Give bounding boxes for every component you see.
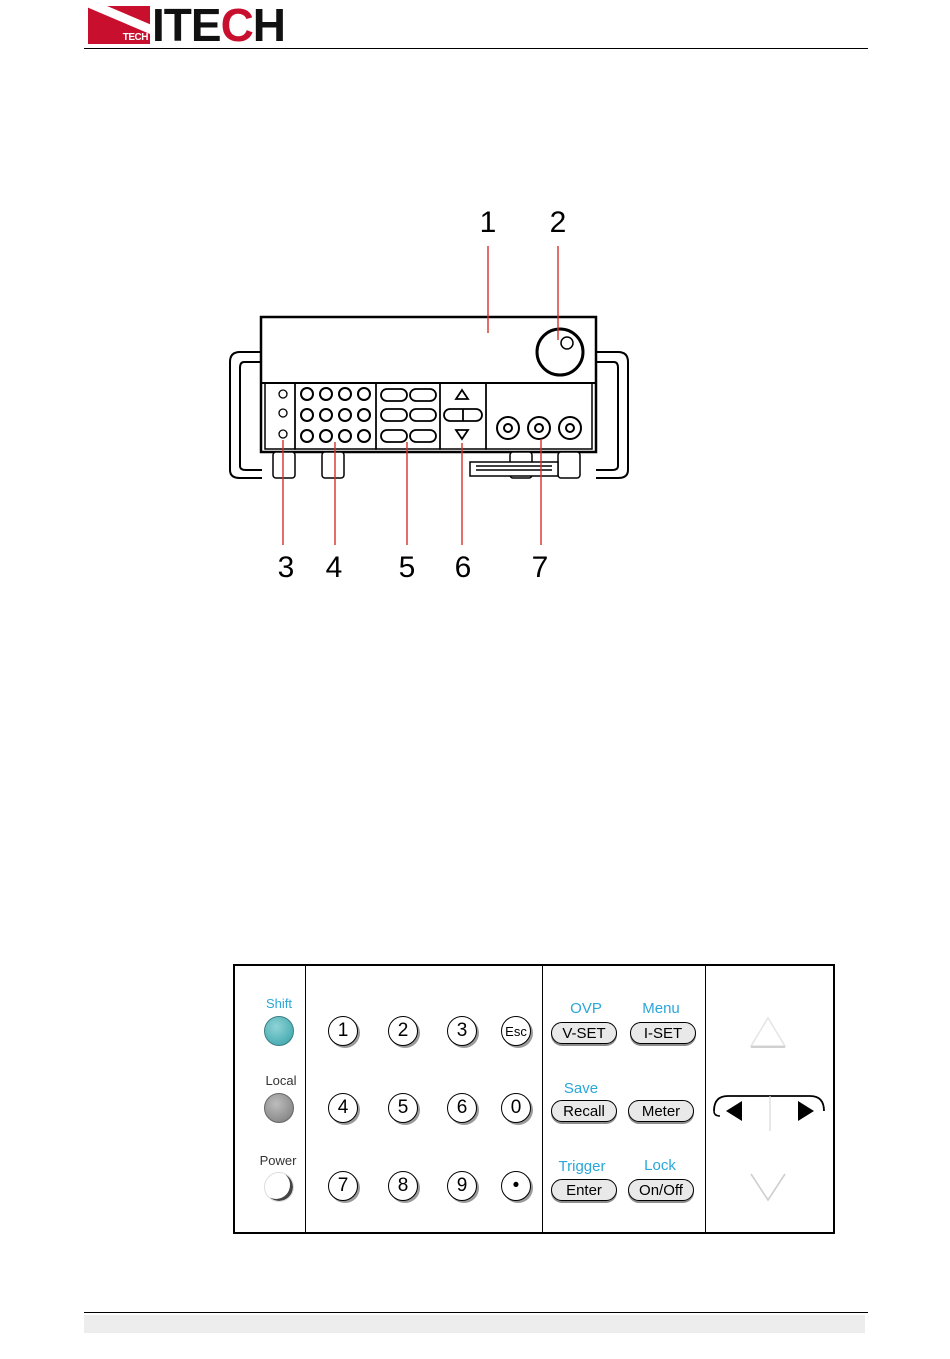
save-shift-label: Save [546, 1080, 616, 1097]
indicator-leds [279, 390, 287, 438]
key-decimal-point[interactable]: • [501, 1171, 531, 1201]
right-handle [596, 352, 628, 478]
key-0[interactable]: 0 [501, 1093, 531, 1123]
footer-bar [84, 1315, 865, 1333]
left-handle [230, 352, 262, 478]
local-button[interactable] [264, 1093, 294, 1123]
meter-button[interactable]: Meter [628, 1100, 694, 1122]
callout-3: 3 [278, 551, 295, 584]
key-1[interactable]: 1 [328, 1016, 358, 1046]
callout-7: 7 [532, 551, 549, 584]
footer-rule [84, 1312, 868, 1313]
ovp-shift-label: OVP [551, 1000, 621, 1017]
right-arrow-icon[interactable] [798, 1101, 814, 1121]
on-off-button[interactable]: On/Off [628, 1179, 694, 1201]
callout-4: 4 [326, 551, 343, 584]
power-label: Power [248, 1153, 308, 1168]
local-label: Local [251, 1073, 311, 1088]
output-terminals-sketch [497, 417, 581, 439]
callout-2: 2 [550, 206, 567, 239]
callout-6: 6 [455, 551, 472, 584]
callout-5: 5 [399, 551, 416, 584]
key-esc[interactable]: Esc [501, 1016, 531, 1046]
lock-shift-label: Lock [625, 1157, 695, 1174]
callout-1: 1 [480, 206, 497, 239]
key-5[interactable]: 5 [388, 1093, 418, 1123]
panel-divider [542, 966, 543, 1232]
key-6[interactable]: 6 [447, 1093, 477, 1123]
rotary-knob [537, 329, 583, 375]
keypad-panel: Shift Local Power 1 2 3 Esc 4 5 6 0 7 8 … [233, 964, 835, 1234]
key-8[interactable]: 8 [388, 1171, 418, 1201]
chassis-feet [273, 452, 580, 478]
trigger-shift-label: Trigger [547, 1158, 617, 1175]
shift-label: Shift [249, 996, 309, 1011]
enter-button[interactable]: Enter [551, 1179, 617, 1201]
v-set-button[interactable]: V-SET [551, 1022, 617, 1044]
left-arrow-icon[interactable] [726, 1101, 742, 1121]
power-indicator [264, 1172, 294, 1202]
i-set-button[interactable]: I-SET [630, 1022, 696, 1044]
front-panel-diagram: 1 2 3 4 5 6 7 [0, 0, 950, 640]
key-7[interactable]: 7 [328, 1171, 358, 1201]
key-9[interactable]: 9 [447, 1171, 477, 1201]
key-3[interactable]: 3 [447, 1016, 477, 1046]
recall-button[interactable]: Recall [551, 1100, 617, 1122]
key-4[interactable]: 4 [328, 1093, 358, 1123]
menu-shift-label: Menu [626, 1000, 696, 1017]
shift-button[interactable] [264, 1016, 294, 1046]
down-arrow-icon[interactable] [751, 1174, 785, 1200]
up-arrow-icon[interactable] [751, 1018, 785, 1047]
key-2[interactable]: 2 [388, 1016, 418, 1046]
arrow-keys [706, 966, 833, 1232]
